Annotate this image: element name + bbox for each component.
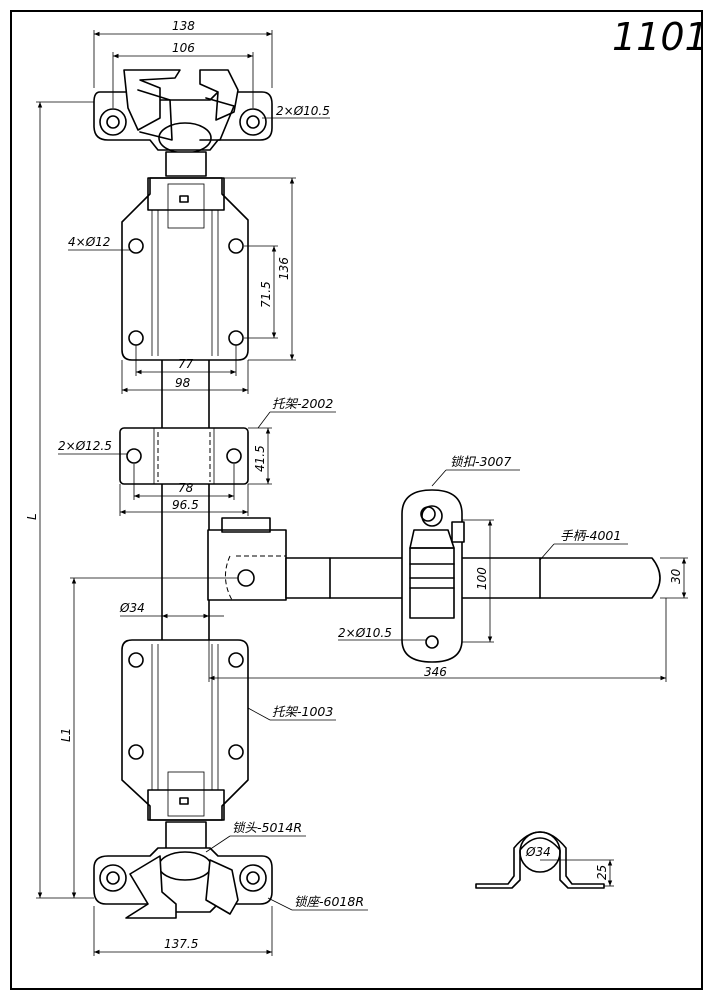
dim-bottom-width: 137.5 — [164, 937, 198, 951]
dim-top-width-outer: 138 — [172, 19, 195, 33]
top-bracket — [121, 177, 249, 361]
label-lock-seat-6018R: 锁座-6018R — [294, 894, 364, 909]
dim-clamp-outer-width: 96.5 — [172, 498, 199, 512]
dim-section-diameter: Ø34 — [525, 845, 551, 859]
catch-3007 — [401, 489, 465, 663]
clamp-bracket-2002 — [119, 427, 249, 485]
dim-rod-diameter: Ø34 — [119, 601, 145, 615]
dim-bracket-inner-width: 77 — [178, 357, 194, 371]
dim-clamp-height: 41.5 — [253, 445, 267, 472]
dim-catch-holes: 2×Ø10.5 — [338, 626, 392, 640]
dim-clamp-inner-width: 78 — [178, 481, 194, 495]
label-bracket-1003: 托架-1003 — [272, 704, 333, 719]
dim-partial-length: L1 — [59, 728, 73, 742]
label-handle-4001: 手柄-4001 — [560, 528, 621, 543]
dim-handle-width: 30 — [669, 568, 683, 584]
bottom-bracket-1003 — [121, 639, 249, 821]
dim-top-holes: 2×Ø10.5 — [276, 104, 330, 118]
dim-overall-length: L — [25, 513, 39, 520]
top-rod-stem — [165, 151, 207, 177]
drawing-number: 1101 — [612, 15, 709, 59]
dim-handle-length: 346 — [424, 665, 447, 679]
dim-top-width-inner: 106 — [172, 41, 195, 55]
dimension-lines — [36, 30, 688, 956]
dim-catch-height: 100 — [475, 567, 489, 590]
bottom-lock-seat — [93, 847, 273, 919]
top-lock-seat — [93, 69, 273, 154]
dim-bracket-height: 136 — [277, 257, 291, 280]
dim-section-height: 25 — [595, 865, 609, 880]
bottom-rod-stem — [165, 821, 207, 851]
dim-bracket-holes: 4×Ø12 — [68, 235, 110, 249]
label-catch-3007: 锁扣-3007 — [450, 454, 511, 469]
drawing-frame — [10, 10, 703, 990]
label-bracket-2002: 托架-2002 — [272, 396, 333, 411]
label-lock-head-5014R: 锁头-5014R — [232, 820, 302, 835]
dim-clamp-holes: 2×Ø12.5 — [58, 439, 112, 453]
handle-assembly — [207, 517, 661, 601]
dim-bracket-outer-width: 98 — [175, 376, 191, 390]
dim-bracket-hole-spacing: 71.5 — [259, 281, 273, 308]
